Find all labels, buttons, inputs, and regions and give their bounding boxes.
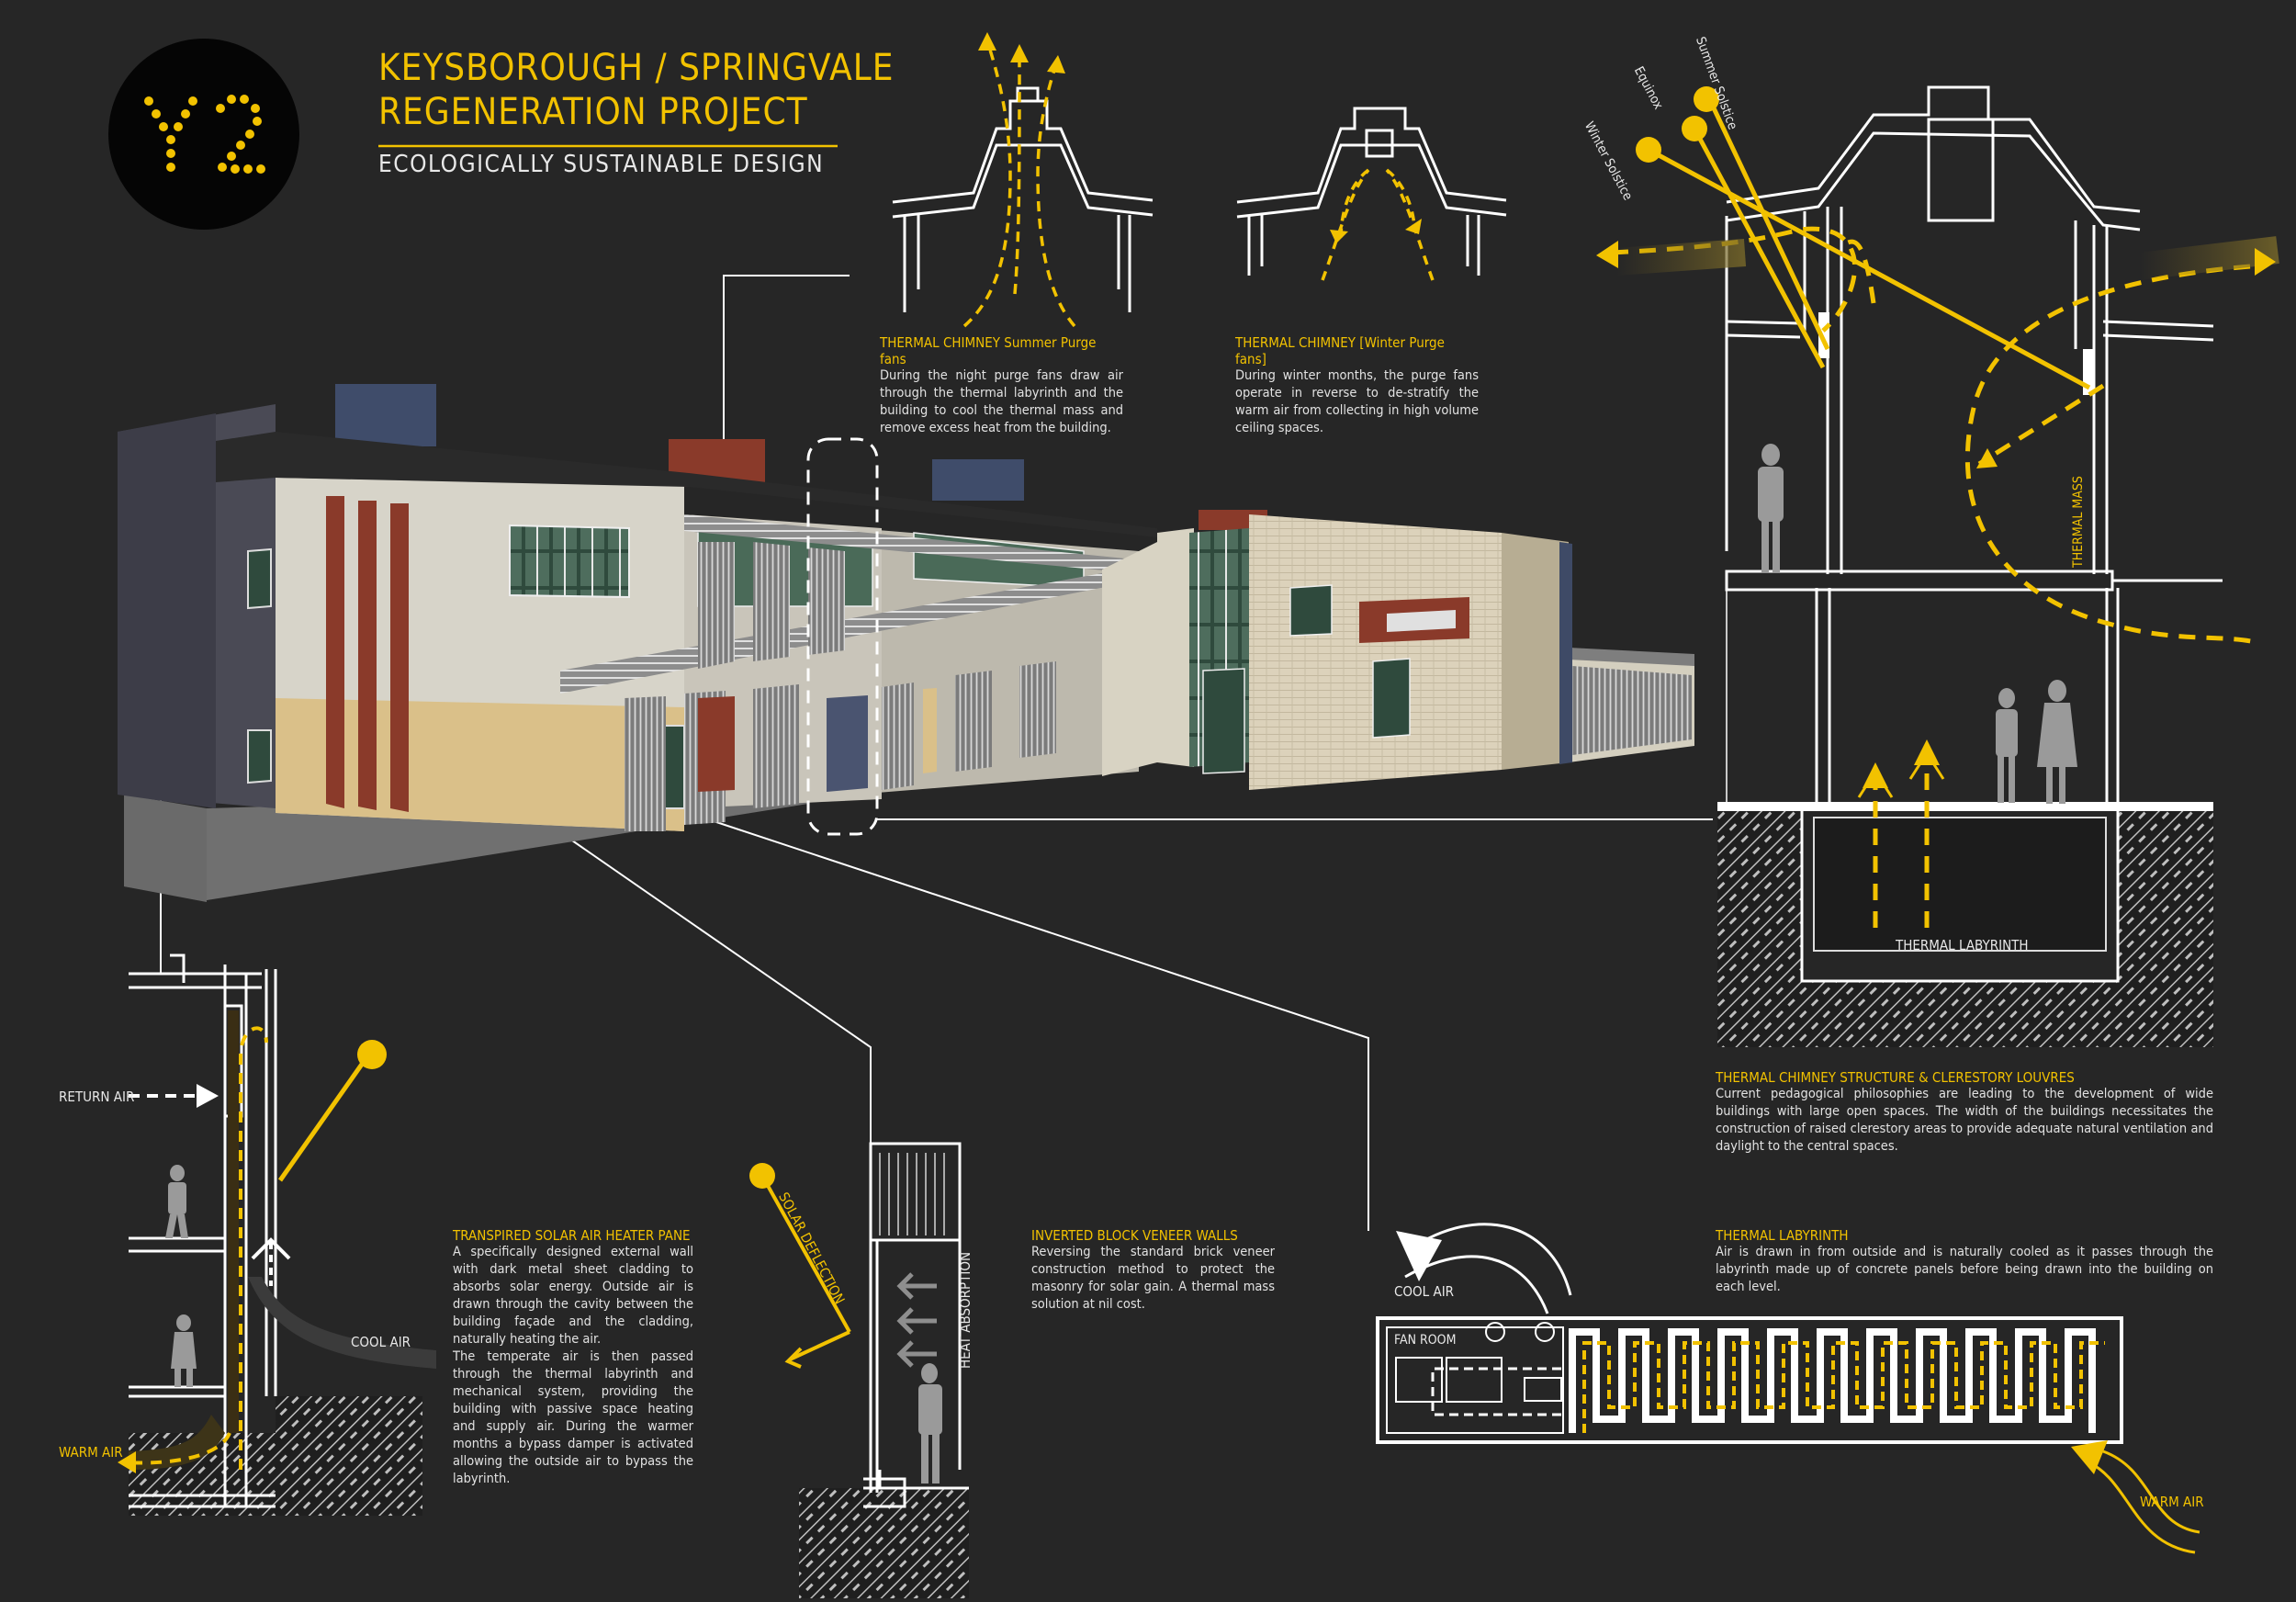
- building-perspective: [118, 384, 1694, 902]
- labyrinth-caption-body: Air is drawn in from outside and is natu…: [1716, 1245, 2213, 1294]
- winter-caption-body: During winter months, the purge fans ope…: [1235, 368, 1479, 435]
- veneer-wall-section: [749, 1142, 969, 1598]
- winter-chimney-section: [1236, 107, 1507, 281]
- label-thermal-labyrinth: THERMAL LABYRINTH: [1896, 937, 2029, 953]
- label-cool-air-right: COOL AIR: [1394, 1283, 1455, 1300]
- summer-chimney-section: [892, 32, 1154, 328]
- logo: [108, 39, 299, 230]
- subtitle: ECOLOGICALLY SUSTAINABLE DESIGN: [378, 151, 825, 178]
- chimney-structure-section: [1596, 85, 2279, 1047]
- label-thermal-mass: THERMAL MASS: [2071, 476, 2086, 568]
- label-heat-absorption: HEAT ABSORPTION: [957, 1251, 974, 1369]
- solar-caption: TRANSPIRED SOLAR AIR HEATER PANE A speci…: [453, 1227, 693, 1488]
- chimney-caption: THERMAL CHIMNEY STRUCTURE & CLERESTORY L…: [1716, 1069, 2213, 1156]
- solar-caption-body-2: The temperate air is then passed through…: [453, 1349, 693, 1486]
- labyrinth-caption: THERMAL LABYRINTH Air is drawn in from o…: [1716, 1227, 2213, 1296]
- winter-caption: THERMAL CHIMNEY [Winter Purge fans] Duri…: [1235, 334, 1479, 437]
- veneer-caption: INVERTED BLOCK VENEER WALLS Reversing th…: [1031, 1227, 1275, 1314]
- veneer-caption-title: INVERTED BLOCK VENEER WALLS: [1031, 1227, 1238, 1244]
- solar-caption-title: TRANSPIRED SOLAR AIR HEATER PANE: [453, 1227, 691, 1244]
- label-warm-air-left: WARM AIR: [59, 1444, 123, 1461]
- summer-caption-body: During the night purge fans draw air thr…: [880, 368, 1123, 435]
- thermal-labyrinth-plan: [1376, 1223, 2200, 1554]
- label-warm-air-right: WARM AIR: [2140, 1494, 2204, 1510]
- winter-caption-title: THERMAL CHIMNEY [Winter Purge fans]: [1235, 334, 1445, 367]
- label-cool-air-left: COOL AIR: [351, 1334, 411, 1350]
- label-return-air: RETURN AIR: [59, 1089, 135, 1105]
- chimney-caption-body: Current pedagogical philosophies are lea…: [1716, 1087, 2213, 1154]
- title-line-1: KEYSBOROUGH / SPRINGVALE: [378, 47, 895, 89]
- chimney-caption-title: THERMAL CHIMNEY STRUCTURE & CLERESTORY L…: [1716, 1069, 2075, 1086]
- solar-caption-body-1: A specifically designed external wall wi…: [453, 1245, 693, 1347]
- label-fan-room: FAN ROOM: [1394, 1333, 1457, 1348]
- labyrinth-caption-title: THERMAL LABYRINTH: [1716, 1227, 1849, 1244]
- veneer-caption-body: Reversing the standard brick veneer cons…: [1031, 1245, 1275, 1312]
- title-line-2: REGENERATION PROJECT: [378, 91, 808, 133]
- solar-air-heater-section: [118, 953, 436, 1516]
- summer-caption: THERMAL CHIMNEY Summer Purge fans During…: [880, 334, 1123, 437]
- summer-caption-title: THERMAL CHIMNEY Summer Purge fans: [880, 334, 1097, 367]
